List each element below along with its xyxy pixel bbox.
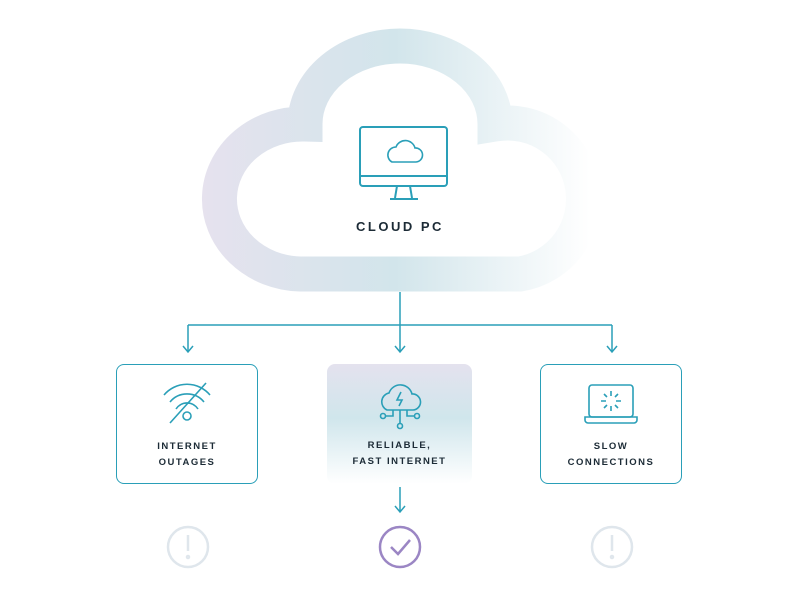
connector-lines xyxy=(182,292,618,514)
option-label-line2: CONNECTIONS xyxy=(567,457,655,468)
option-label-line1: INTERNET xyxy=(157,441,217,452)
option-label-line1: SLOW xyxy=(593,441,629,452)
laptop-loading-icon xyxy=(584,384,638,424)
wifi-off-icon xyxy=(163,382,211,424)
option-label-line2: FAST INTERNET xyxy=(352,456,447,467)
warning-icon xyxy=(166,525,210,569)
option-internet-outages: INTERNET OUTAGES xyxy=(116,364,258,484)
check-icon xyxy=(378,525,422,569)
option-reliable-fast-internet: RELIABLE, FAST INTERNET xyxy=(327,364,472,484)
cloud-network-icon xyxy=(379,384,421,430)
arrow-down xyxy=(394,487,406,514)
option-label-line2: OUTAGES xyxy=(158,457,216,468)
cloud-pc-title: CLOUD PC xyxy=(356,219,444,234)
monitor-cloud-icon xyxy=(359,126,448,200)
option-slow-connections: SLOW CONNECTIONS xyxy=(540,364,682,484)
cloud-outline xyxy=(201,28,602,292)
warning-icon xyxy=(590,525,634,569)
option-label-line1: RELIABLE, xyxy=(367,440,432,451)
